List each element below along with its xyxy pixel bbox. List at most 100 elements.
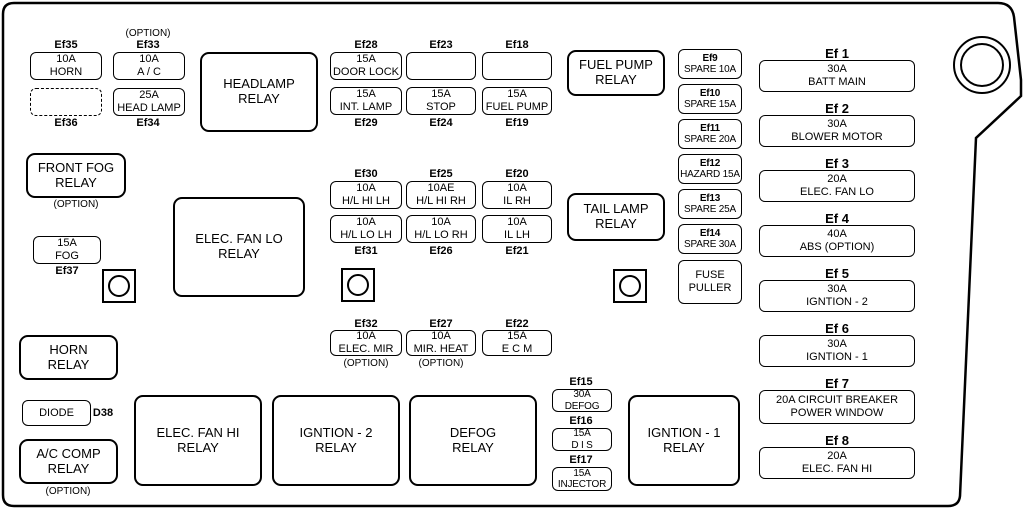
fuse-ef29[interactable]: 15A INT. LAMP bbox=[330, 87, 402, 115]
fuse-ef16[interactable]: 15A D I S bbox=[552, 428, 612, 451]
fuse-ef19-label: Ef19 bbox=[505, 117, 529, 129]
fuse-ef26[interactable]: 10A H/L LO RH bbox=[406, 215, 476, 243]
fuse-ef19[interactable]: 15A FUEL PUMP bbox=[482, 87, 552, 115]
fuse-ef20[interactable]: 10A IL RH bbox=[482, 181, 552, 209]
fuse-ef24-label: Ef24 bbox=[429, 117, 453, 129]
fuse-puller[interactable]: FUSE PULLER bbox=[678, 260, 742, 304]
socket-left bbox=[102, 269, 136, 303]
fuse-ef28-label: Ef28 bbox=[354, 39, 378, 51]
main-fuse-ef8[interactable]: 20A ELEC. FAN HI bbox=[759, 447, 915, 479]
fuse-ef16-label: Ef16 bbox=[569, 415, 593, 427]
fuse-ef17[interactable]: 15A INJECTOR bbox=[552, 467, 612, 491]
fuse-ef23[interactable] bbox=[406, 52, 476, 80]
fuse-ef28[interactable]: 15A DOOR LOCK bbox=[330, 52, 402, 80]
main-fuse-ef6[interactable]: 30A IGNTION - 1 bbox=[759, 335, 915, 367]
main-fuse-ef5[interactable]: 30A IGNTION - 2 bbox=[759, 280, 915, 312]
fuse-ef23-label: Ef23 bbox=[429, 39, 453, 51]
fuse-ef17-label: Ef17 bbox=[569, 454, 593, 466]
fuse-ef24[interactable]: 15A STOP bbox=[406, 87, 476, 115]
fuse-ef36-label: Ef36 bbox=[54, 117, 78, 129]
fuse-ef25[interactable]: 10AE H/L HI RH bbox=[406, 181, 476, 209]
fuse-ef33[interactable]: 10A A / C bbox=[113, 52, 185, 80]
socket-middle bbox=[341, 268, 375, 302]
diode[interactable]: DIODE bbox=[22, 400, 91, 426]
main-fuse-ef2[interactable]: 30A BLOWER MOTOR bbox=[759, 115, 915, 147]
fuse-ef14-text: SPARE 30A bbox=[684, 239, 736, 250]
main-fuse-ef3[interactable]: 20A ELEC. FAN LO bbox=[759, 170, 915, 202]
main-fuse-ef7-label: Ef 7 bbox=[825, 376, 849, 391]
fuse-ef34[interactable]: 25A HEAD LAMP bbox=[113, 88, 185, 116]
fuse-ef9-text: SPARE 10A bbox=[684, 64, 736, 75]
fuse-ef9-label: Ef9 bbox=[702, 52, 718, 64]
fuse-ef27-option: (OPTION) bbox=[418, 358, 464, 369]
fuse-ef22-label: Ef22 bbox=[505, 318, 529, 330]
fuse-ef27[interactable]: 10A MIR. HEAT bbox=[406, 330, 476, 356]
main-fuse-ef7[interactable]: 20A CIRCUIT BREAKER POWER WINDOW bbox=[759, 390, 915, 424]
mounting-hole bbox=[953, 36, 1011, 94]
igntion-1-relay[interactable]: IGNTION - 1 RELAY bbox=[628, 395, 740, 486]
fuse-ef20-label: Ef20 bbox=[505, 168, 529, 180]
fuse-ef32-option: (OPTION) bbox=[343, 358, 389, 369]
ac-comp-option: (OPTION) bbox=[45, 486, 91, 497]
fuse-ef30[interactable]: 10A H/L HI LH bbox=[330, 181, 402, 209]
fuse-ef18[interactable] bbox=[482, 52, 552, 80]
fuse-ef22[interactable]: 15A E C M bbox=[482, 330, 552, 356]
fuse-ef13-label: Ef13 bbox=[699, 192, 721, 204]
fuse-ef29-label: Ef29 bbox=[354, 117, 378, 129]
fuse-ef31-label: Ef31 bbox=[354, 245, 378, 257]
elec-fan-hi-relay[interactable]: ELEC. FAN HI RELAY bbox=[134, 395, 262, 486]
fuse-ef26-label: Ef26 bbox=[429, 245, 453, 257]
fuse-ef10-label: Ef10 bbox=[699, 87, 721, 99]
fuse-ef34-label: Ef34 bbox=[136, 117, 160, 129]
main-fuse-ef1-label: Ef 1 bbox=[825, 46, 849, 61]
fuse-ef35[interactable]: 10A HORN bbox=[30, 52, 102, 80]
fuse-ef32-label: Ef32 bbox=[354, 318, 378, 330]
tail-lamp-relay[interactable]: TAIL LAMP RELAY bbox=[567, 193, 665, 241]
headlamp-relay[interactable]: HEADLAMP RELAY bbox=[200, 52, 318, 132]
main-fuse-ef8-label: Ef 8 bbox=[825, 433, 849, 448]
fuse-ef33-option: (OPTION) bbox=[125, 28, 171, 39]
fuse-ef35-label: Ef35 bbox=[54, 39, 78, 51]
fuse-ef37[interactable]: 15A FOG bbox=[33, 236, 101, 264]
fuse-ef14-label: Ef14 bbox=[699, 227, 721, 239]
fuse-ef21-label: Ef21 bbox=[505, 245, 529, 257]
fuse-ef32[interactable]: 10A ELEC. MIR bbox=[330, 330, 402, 356]
fuel-pump-relay[interactable]: FUEL PUMP RELAY bbox=[567, 50, 665, 96]
front-fog-relay[interactable]: FRONT FOG RELAY bbox=[26, 153, 126, 198]
fuse-ef21[interactable]: 10A IL LH bbox=[482, 215, 552, 243]
fuse-ef15-label: Ef15 bbox=[569, 376, 593, 388]
main-fuse-ef2-label: Ef 2 bbox=[825, 101, 849, 116]
horn-relay[interactable]: HORN RELAY bbox=[19, 335, 118, 380]
main-fuse-ef3-label: Ef 3 bbox=[825, 156, 849, 171]
fuse-ef12-label: Ef12 bbox=[699, 157, 721, 169]
fuse-ef15[interactable]: 30A DEFOG bbox=[552, 389, 612, 412]
elec-fan-lo-relay[interactable]: ELEC. FAN LO RELAY bbox=[173, 197, 305, 297]
igntion-2-relay[interactable]: IGNTION - 2 RELAY bbox=[272, 395, 400, 486]
fuse-ef25-label: Ef25 bbox=[429, 168, 453, 180]
main-fuse-ef1[interactable]: 30A BATT MAIN bbox=[759, 60, 915, 92]
fuse-ef33-label: Ef33 bbox=[136, 39, 160, 51]
ac-comp-relay[interactable]: A/C COMP RELAY bbox=[19, 439, 118, 484]
main-fuse-ef4[interactable]: 40A ABS (OPTION) bbox=[759, 225, 915, 257]
front-fog-option: (OPTION) bbox=[53, 199, 99, 210]
fuse-ef11-text: SPARE 20A bbox=[684, 134, 736, 145]
fuse-ef10-text: SPARE 15A bbox=[684, 99, 736, 110]
fuse-ef36[interactable] bbox=[30, 88, 102, 116]
fuse-ef31[interactable]: 10A H/L LO LH bbox=[330, 215, 402, 243]
defog-relay[interactable]: DEFOG RELAY bbox=[409, 395, 537, 486]
diode-label: D38 bbox=[92, 407, 114, 419]
fuse-ef18-label: Ef18 bbox=[505, 39, 529, 51]
fuse-ef11-label: Ef11 bbox=[700, 122, 720, 134]
fuse-ef12-text: HAZARD 15A bbox=[680, 169, 740, 180]
fuse-ef30-label: Ef30 bbox=[354, 168, 378, 180]
main-fuse-ef5-label: Ef 5 bbox=[825, 266, 849, 281]
fuse-ef27-label: Ef27 bbox=[429, 318, 453, 330]
